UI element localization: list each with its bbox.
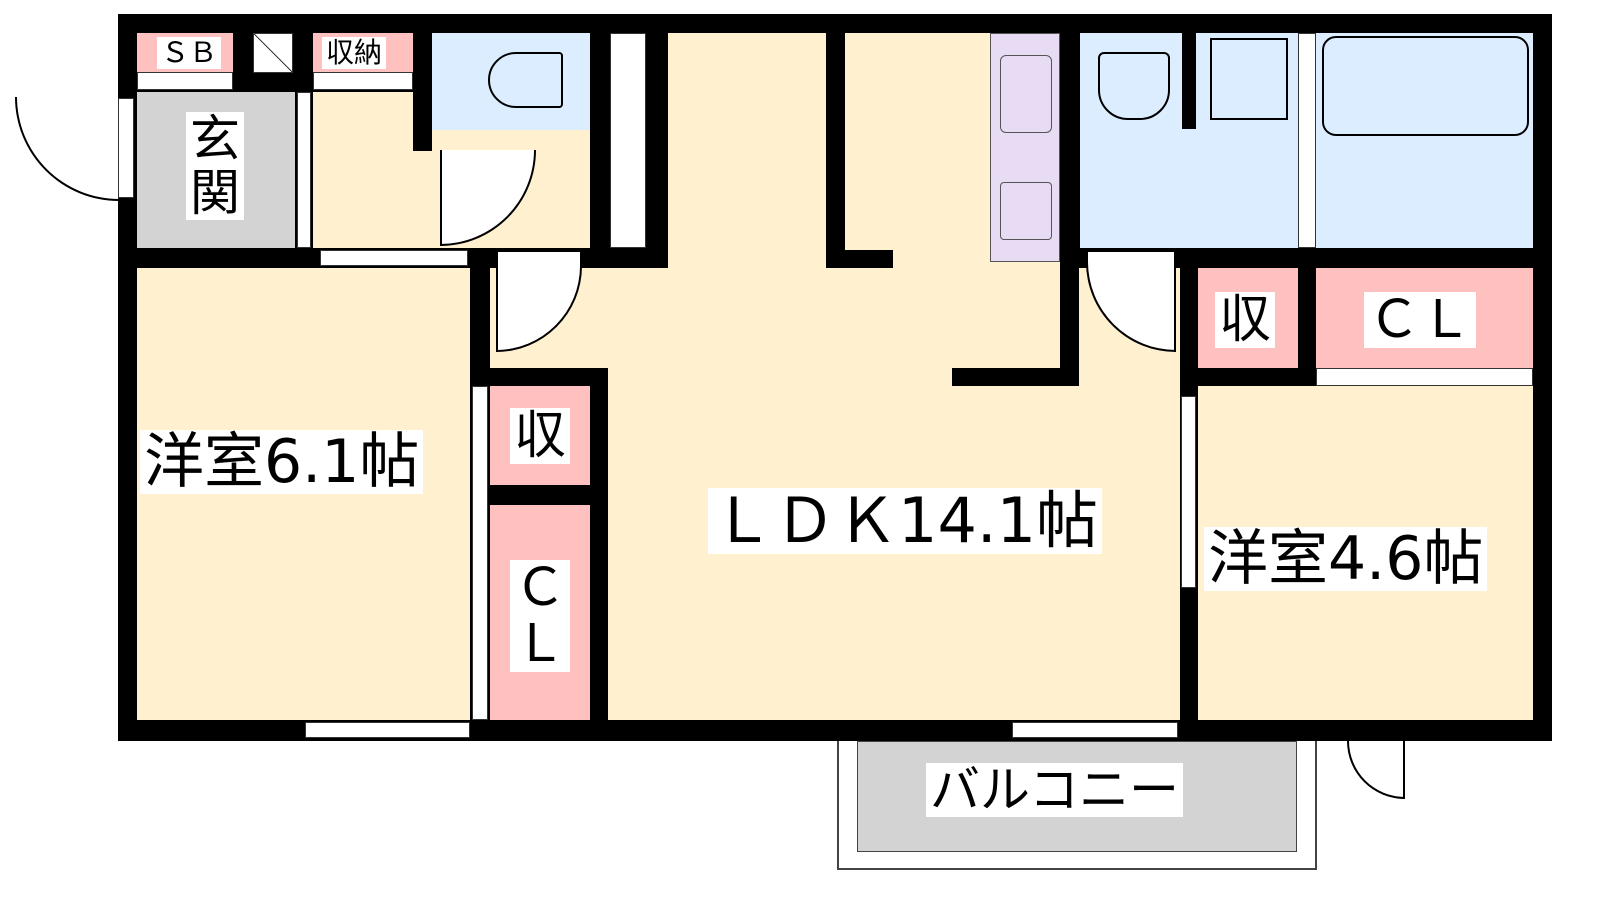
stove-icon: [1000, 182, 1052, 240]
ldk-wall-stub: [826, 250, 893, 268]
ldk-label: ＬＤＫ14.1帖: [708, 488, 1103, 554]
toilet-wall: [413, 33, 432, 151]
left-closet-label-2: Ｌ: [510, 616, 571, 672]
right-closet-label: ＣＬ: [1364, 292, 1477, 348]
right-closet-doors: [1316, 368, 1533, 386]
ldk-wall-partition: [826, 33, 845, 268]
right-small-storage-label: 収: [1215, 292, 1276, 348]
hall-storage-doors: [313, 72, 413, 90]
sb-label: ＳＢ: [157, 37, 222, 69]
washroom-wall: [1182, 33, 1196, 129]
outdoor-door-swing: [1347, 741, 1405, 799]
entrance-step: [297, 92, 311, 248]
toilet-bowl-icon: [488, 52, 563, 108]
left-closet-label-1: Ｃ: [510, 560, 571, 616]
entrance-label-2: 関: [186, 166, 244, 220]
shaft: [253, 33, 293, 73]
storage-top-label: 収納: [322, 37, 387, 69]
sink-icon: [1000, 55, 1052, 133]
left-small-storage-label: 収: [510, 408, 571, 464]
shoe-box-doors: [137, 72, 233, 90]
western-room-2-label: 洋室4.6帖: [1204, 527, 1488, 591]
entrance-door: [118, 98, 134, 198]
room1-closet-doors: [472, 386, 488, 720]
western-room-1-label: 洋室6.1帖: [140, 430, 424, 494]
entrance-door-swing: [15, 97, 119, 201]
washing-machine-icon: [1210, 38, 1288, 120]
entrance-label-1: 玄: [186, 112, 244, 166]
room1-window: [305, 722, 470, 738]
room1-door: [320, 250, 468, 266]
kitchen-counter: [990, 33, 1060, 262]
washbasin-icon: [1098, 52, 1170, 120]
bath-divider: [1298, 33, 1316, 248]
bathtub-icon: [1322, 36, 1529, 136]
wall-gap: [610, 33, 646, 248]
ldk-window: [1012, 722, 1178, 738]
bathroom: [1316, 33, 1533, 248]
kitchen-counter-wall: [952, 368, 1079, 386]
room2-sliding-door: [1181, 396, 1196, 588]
kitchen-wall: [1060, 33, 1079, 386]
balcony-label: バルコニー: [926, 763, 1183, 817]
western-room-1: [137, 268, 470, 720]
